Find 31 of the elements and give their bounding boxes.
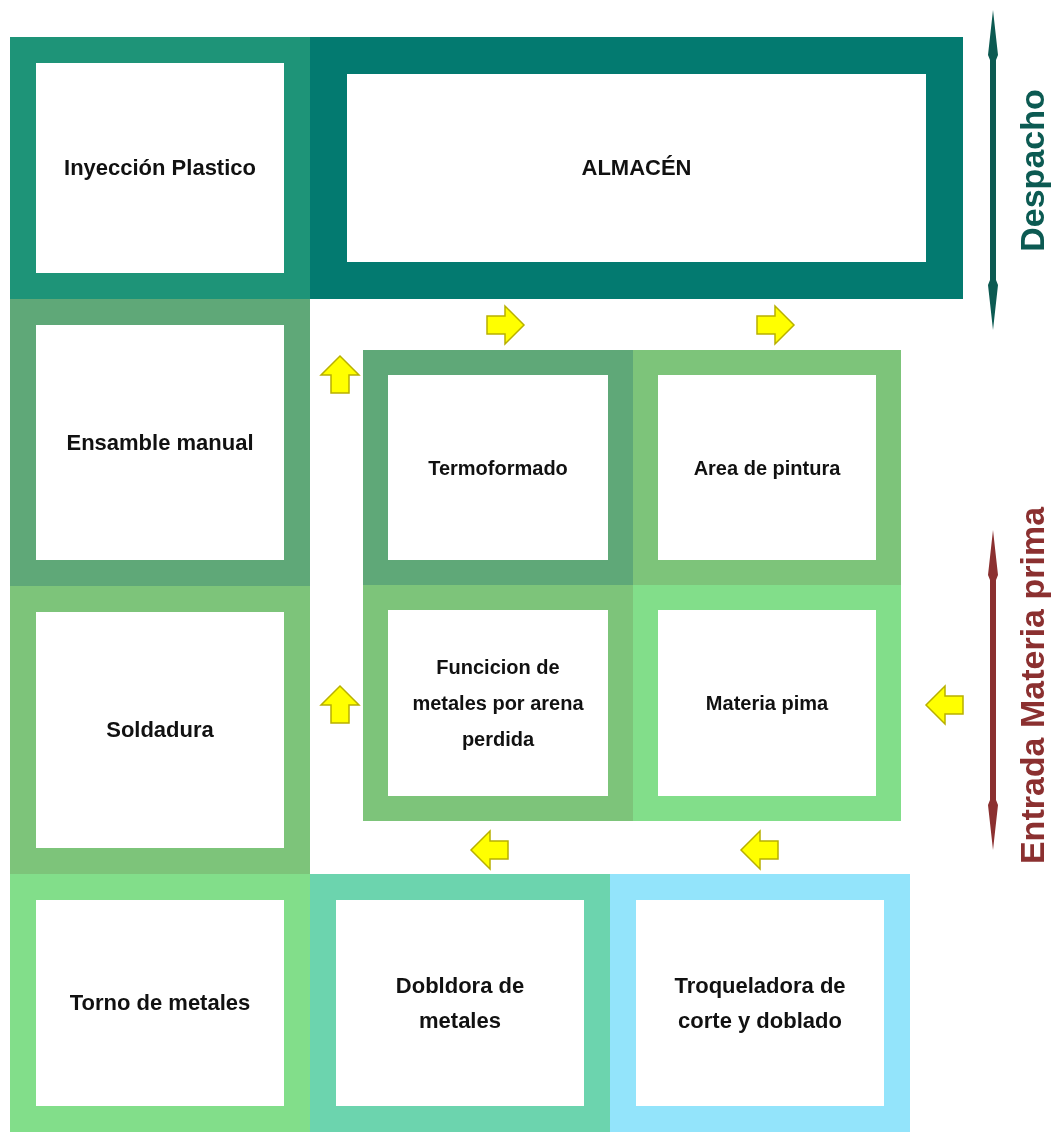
area-label: Area de pintura [692,455,842,481]
area-box [633,585,901,821]
area-box [610,874,910,1132]
zone-label: Entrada Materia prima [1012,506,1052,864]
area-box [10,37,310,299]
area-label: Materia pima [704,691,830,716]
area-label: Inyección Plastico [63,154,257,183]
area-box [363,350,633,585]
area-box [633,350,901,585]
area-label: Dobldora de metales [394,971,526,1035]
flow-arrow [469,829,509,871]
flow-arrow [319,354,361,394]
zone-label: Despacho [1012,88,1052,252]
area-box [10,299,310,586]
area-label: Funcicion de metales por arena perdida [411,655,585,752]
flow-arrow [739,829,779,871]
area-box [10,586,310,874]
flow-arrow [756,304,796,346]
area-box [10,874,310,1132]
area-box [310,37,963,299]
area-box [363,585,633,821]
area-label: Soldadura [105,716,215,745]
area-label: Termoformado [427,455,569,481]
flow-arrow [924,684,964,726]
area-label: Ensamble manual [65,428,255,457]
flow-arrow [319,684,361,724]
area-box [310,874,610,1132]
area-label: Torno de metales [68,989,252,1018]
area-label: Troqueladora de corte y doblado [673,971,847,1035]
area-label: ALMACÉN [580,154,693,183]
flow-arrow [486,304,526,346]
